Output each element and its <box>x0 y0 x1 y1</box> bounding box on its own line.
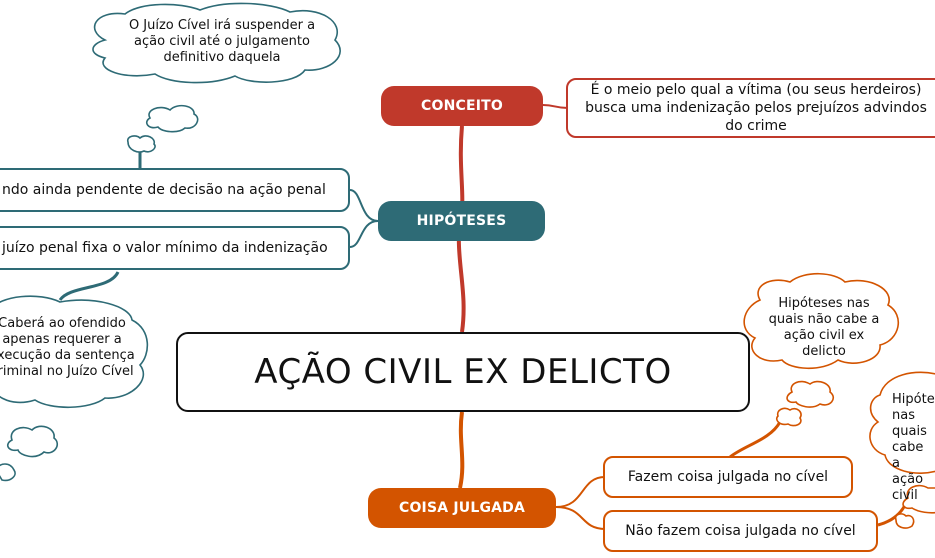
branch-conceito-label: CONCEITO <box>421 98 503 114</box>
branch-hipoteses-label: HIPÓTESES <box>416 213 507 229</box>
branch-hipoteses[interactable]: HIPÓTESES <box>378 201 545 241</box>
cloud-puff-right-2 <box>775 407 802 427</box>
cloud-puff-far-right-1 <box>902 484 935 514</box>
spine-lower <box>458 411 465 489</box>
hipoteses-connector-2 <box>349 220 379 248</box>
cloud-cabe-text: Hipóteses nas quais cabe a ação civil <box>892 392 935 503</box>
cloud-nao-cabe-text: Hipóteses nas quais não cabe a ação civi… <box>768 296 880 359</box>
hipotese-item-2-text: juízo penal fixa o valor mínimo da inden… <box>2 240 328 256</box>
coisa-julgada-item-1: Fazem coisa julgada no cível <box>603 456 853 498</box>
cloud-cabera-text: Caberá ao ofendido apenas requerer a exe… <box>0 316 135 379</box>
coisa-julgada-item-2: Não fazem coisa julgada no cível <box>603 510 878 552</box>
conceito-text-box: É o meio pelo qual a vítima (ou seus her… <box>566 78 935 138</box>
cloud-puff-left-1 <box>6 425 59 458</box>
cloud-puff-right-1 <box>786 380 835 408</box>
hipotese-item-2: juízo penal fixa o valor mínimo da inden… <box>0 226 350 270</box>
branch-conceito[interactable]: CONCEITO <box>381 86 543 126</box>
central-topic[interactable]: AÇÃO CIVIL EX DELICTO <box>176 332 750 412</box>
cloud-tail-right-1 <box>729 421 782 459</box>
cloud-cabe <box>869 371 935 474</box>
cloud-puff-far-right-2 <box>894 513 915 529</box>
cloud-cabera <box>0 295 149 409</box>
cloud-puff-top-1 <box>146 104 199 133</box>
coisa-julgada-item-2-text: Não fazem coisa julgada no cível <box>625 523 856 539</box>
central-topic-title: AÇÃO CIVIL EX DELICTO <box>254 352 672 392</box>
conceito-connector <box>542 104 569 109</box>
coisa-julgada-item-1-text: Fazem coisa julgada no cível <box>627 469 829 485</box>
hipotese-item-1: ndo ainda pendente de decisão na ação pe… <box>0 168 350 212</box>
branch-coisa-julgada-label: COISA JULGADA <box>398 500 526 516</box>
cloud-juizo-civel <box>92 2 341 84</box>
hipoteses-connector-1 <box>349 189 379 222</box>
conceito-text: É o meio pelo qual a vítima (ou seus her… <box>585 82 927 134</box>
cloud-juizo-civel-text: O Juízo Cível irá suspender a ação civil… <box>128 18 316 65</box>
cloud-puff-left-2 <box>0 463 16 482</box>
cloud-puff-top-2 <box>126 135 156 153</box>
cloud-tail-left <box>58 271 120 302</box>
cj-connector-2 <box>555 506 606 530</box>
hipotese-item-1-text: ndo ainda pendente de decisão na ação pe… <box>2 182 326 198</box>
cloud-nao-cabe <box>743 272 900 370</box>
cj-connector-1 <box>555 476 606 508</box>
branch-coisa-julgada[interactable]: COISA JULGADA <box>368 488 556 528</box>
